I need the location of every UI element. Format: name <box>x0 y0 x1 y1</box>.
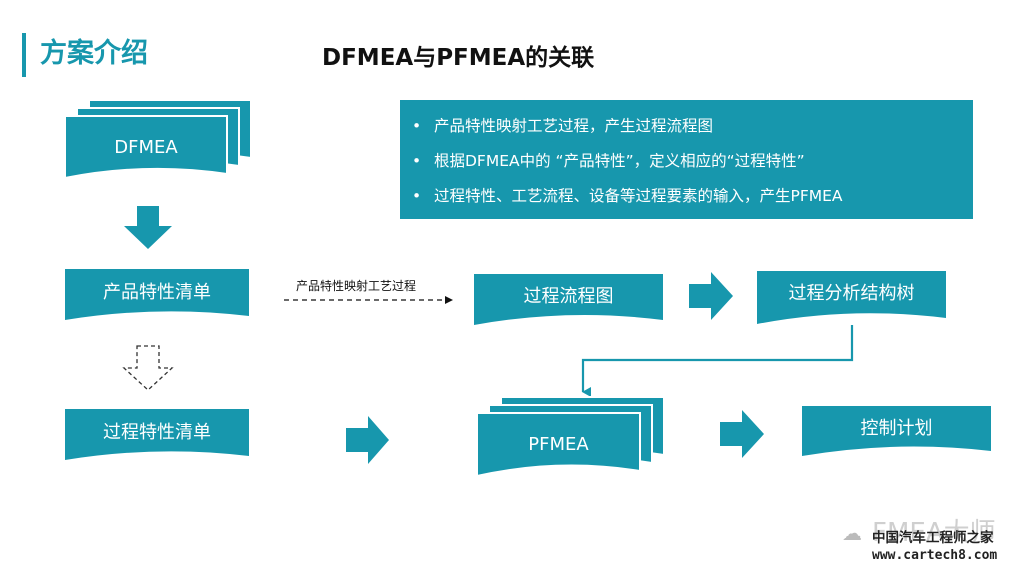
title-accent-bar <box>22 33 26 77</box>
dashed-down-arrow-icon <box>122 345 174 391</box>
bullet-item: • 根据DFMEA中的 “产品特性”，定义相应的“过程特性” <box>412 144 963 179</box>
bullet-marker: • <box>412 152 422 170</box>
control-plan-label: 控制计划 <box>860 418 933 439</box>
bullet-text: 产品特性映射工艺过程，产生过程流程图 <box>434 117 714 135</box>
bullet-marker: • <box>412 187 422 205</box>
process-analysis-tree-shape <box>757 271 946 324</box>
process-char-list-shape <box>65 409 249 460</box>
right-arrow-icon <box>720 410 764 458</box>
right-arrow-icon <box>346 416 389 464</box>
bullet-text: 根据DFMEA中的 “产品特性”，定义相应的“过程特性” <box>434 152 805 170</box>
process-char-list-label: 过程特性清单 <box>103 422 211 443</box>
bullet-text: 过程特性、工艺流程、设备等过程要素的输入，产生PFMEA <box>434 187 843 205</box>
product-char-list-shape <box>65 269 249 320</box>
site-name: 中国汽车工程师之家 <box>872 530 994 546</box>
dfmea-node-shape <box>64 99 252 180</box>
pfmea-node-shape <box>476 396 665 478</box>
wechat-icon: ☁ <box>842 521 862 545</box>
site-url: www.cartech8.com <box>872 548 998 563</box>
bullet-item: • 过程特性、工艺流程、设备等过程要素的输入，产生PFMEA <box>412 179 963 214</box>
description-box: • 产品特性映射工艺过程，产生过程流程图 • 根据DFMEA中的 “产品特性”，定义… <box>400 100 973 219</box>
dfmea-label: DFMEA <box>114 137 178 158</box>
product-char-list-label: 产品特性清单 <box>103 282 211 303</box>
section-title: 方案介绍 <box>40 38 148 69</box>
bullet-item: • 产品特性映射工艺过程，产生过程流程图 <box>412 109 963 144</box>
process-flow-shape <box>474 274 663 325</box>
pfmea-label: PFMEA <box>528 434 589 455</box>
process-flow-label: 过程流程图 <box>523 286 614 307</box>
process-analysis-tree-label: 过程分析结构树 <box>788 283 915 304</box>
down-arrow-icon <box>124 206 172 249</box>
tree-to-pfmea-connector <box>581 325 854 397</box>
bullet-marker: • <box>412 117 422 135</box>
control-plan-shape <box>802 406 991 456</box>
mapping-label: 产品特性映射工艺过程 <box>296 279 417 293</box>
watermark-text: FMEA大师 <box>872 518 996 548</box>
right-arrow-icon <box>689 272 733 320</box>
main-title: DFMEA与PFMEA的关联 <box>322 45 595 71</box>
